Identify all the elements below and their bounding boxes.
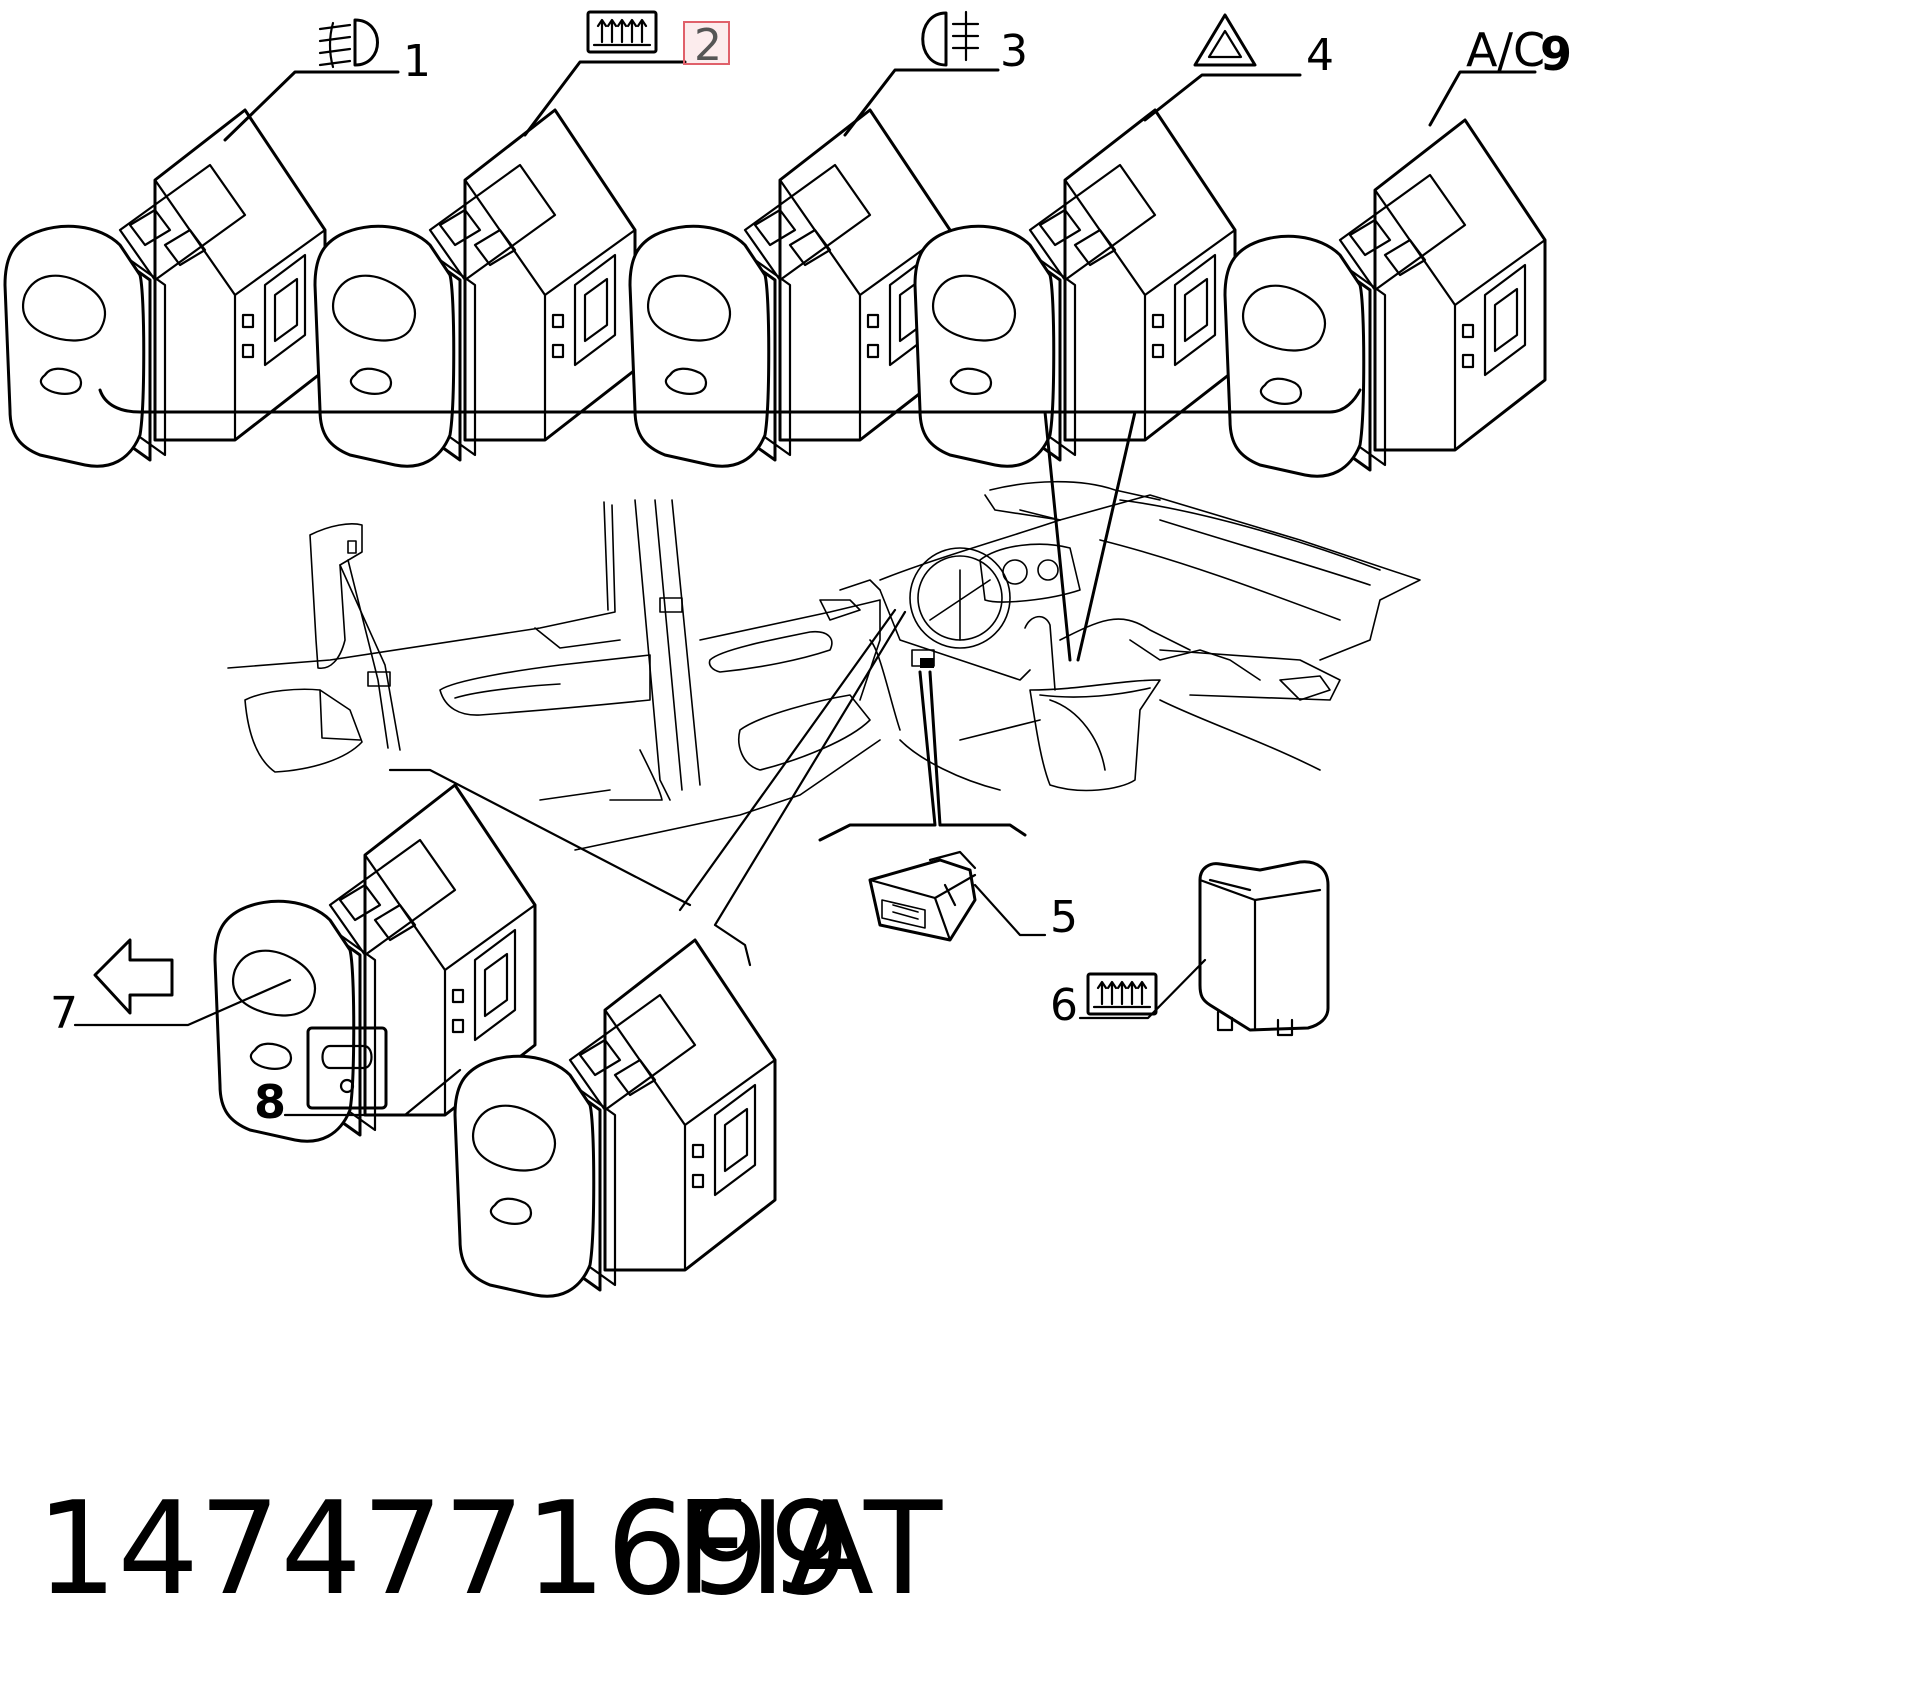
callout-4-label: 4 [1306,30,1334,81]
brand-name: FIAT [675,1475,943,1624]
leader-line-9 [1428,70,1537,127]
callout-7-label: 7 [50,988,78,1039]
rear-defroster-icon [586,10,658,54]
leader-line-3 [843,68,1000,137]
bracket-pointer-2 [1076,410,1137,662]
leader-line-5-pointer-b [818,670,937,842]
bracket-pointer [1043,410,1072,662]
callout-2-highlight [683,21,730,65]
ac-symbol-label: A/C [1466,23,1545,77]
switch-8 [453,938,777,1298]
leader-line-5 [973,883,1047,937]
relay-6 [1198,860,1330,1037]
relay-defroster-icon [1086,972,1158,1016]
leader-line-7 [73,978,292,1027]
leader-line-7-pointer-b [678,608,897,912]
callout-5-label: 5 [1050,892,1078,943]
callout-9-label: 9 [1540,27,1572,81]
rear-fog-light-icon [921,10,980,67]
front-fog-light-icon [318,18,379,69]
leader-line-5-pointer [928,670,1027,837]
callout-8-label: 8 [254,1075,286,1129]
callout-1-label: 1 [403,36,431,87]
leader-line-7-pointer [388,768,692,907]
group-bracket [98,388,1362,414]
callout-3-label: 3 [1000,26,1028,77]
hazard-warning-icon [1193,13,1257,67]
part-number: 1474771699 [36,1475,850,1624]
leader-line-4 [1143,73,1302,122]
left-arrow-icon [93,938,174,1015]
switch-9 [1223,118,1547,478]
leader-line-6 [1078,958,1207,1020]
callout-6-label: 6 [1050,980,1078,1031]
leader-line-2 [523,60,687,137]
car-interior-drawing [227,480,1421,851]
switch-5 [868,850,977,942]
leader-line-8 [283,1068,462,1117]
callout-2-label: 2 [694,20,722,71]
leader-line-8-pointer [713,610,907,967]
interior-light-icon [306,1026,388,1110]
leader-line-1 [223,70,400,142]
